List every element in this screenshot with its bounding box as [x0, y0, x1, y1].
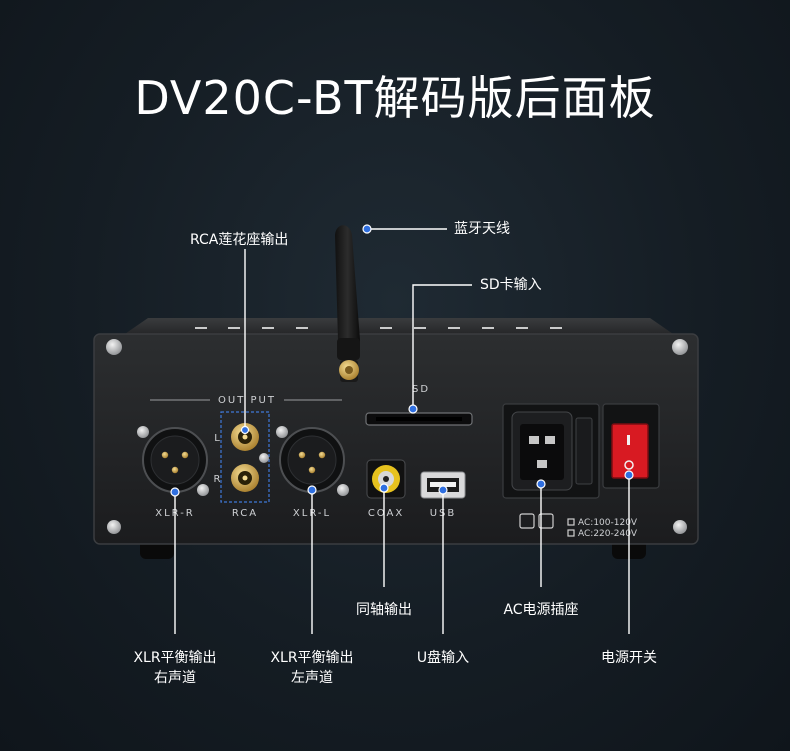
rca-panel-label: RCA: [232, 508, 258, 519]
compliance-marks: [519, 513, 575, 537]
callout-xlr-left-line1: XLR平衡输出: [270, 650, 354, 666]
rca-r-label: R: [214, 474, 221, 485]
page-title: DV20C-BT解码版后面板: [134, 71, 656, 125]
callout-antenna: 蓝牙天线: [454, 221, 510, 237]
callout-leader-lines: [174, 228, 630, 634]
rca-connectors: [220, 411, 270, 503]
callout-ac-power: AC电源插座: [503, 602, 579, 618]
xlr-r-dot: [170, 487, 180, 497]
coax-panel-label: COAX: [368, 508, 404, 519]
xlr-l-panel-label: XLR-L: [293, 508, 331, 519]
ac-power-inlet-module: [502, 403, 600, 499]
usb-dot: [438, 485, 448, 495]
callout-sd-card: SD卡输入: [480, 277, 542, 293]
power-switch: [602, 403, 660, 489]
callout-xlr-right-line1: XLR平衡输出: [133, 650, 217, 666]
usb-port: [420, 471, 466, 499]
top-cover: [122, 318, 676, 336]
switch-dot: [624, 470, 634, 480]
ac-dot: [536, 479, 546, 489]
ac-voltage-line2: AC:220-240V: [578, 529, 638, 539]
bluetooth-antenna: [335, 225, 360, 382]
xlr-l-dot: [307, 485, 317, 495]
callout-coax: 同轴输出: [356, 602, 412, 618]
callout-dots: [170, 224, 634, 497]
panel-corner-screws: [106, 339, 688, 534]
callout-usb: U盘输入: [416, 650, 470, 666]
coax-dot: [379, 483, 389, 493]
rca-dot: [240, 425, 250, 435]
callout-xlr-right-line2: 右声道: [154, 670, 196, 686]
rca-l-label: L: [214, 433, 220, 444]
ac-voltage-line1: AC:100-120V: [578, 518, 638, 528]
antenna-dot: [362, 224, 372, 234]
xlr-right-connector: [137, 426, 209, 496]
callout-rca: RCA莲花座输出: [190, 232, 289, 248]
callout-xlr-left: XLR平衡输出 左声道: [257, 648, 367, 688]
callout-xlr-right: XLR平衡输出 右声道: [120, 648, 230, 688]
usb-panel-label: USB: [430, 508, 457, 519]
xlr-left-connector: [276, 426, 349, 496]
callout-xlr-left-line2: 左声道: [291, 670, 333, 686]
output-panel-label: OUT PUT: [218, 395, 276, 406]
sd-card-slot: [365, 412, 473, 426]
xlr-r-panel-label: XLR-R: [155, 508, 195, 519]
coaxial-output-connector: [366, 459, 406, 499]
sd-dot: [408, 404, 418, 414]
sd-panel-label: SD: [412, 384, 430, 395]
callout-power-switch: 电源开关: [601, 650, 657, 666]
